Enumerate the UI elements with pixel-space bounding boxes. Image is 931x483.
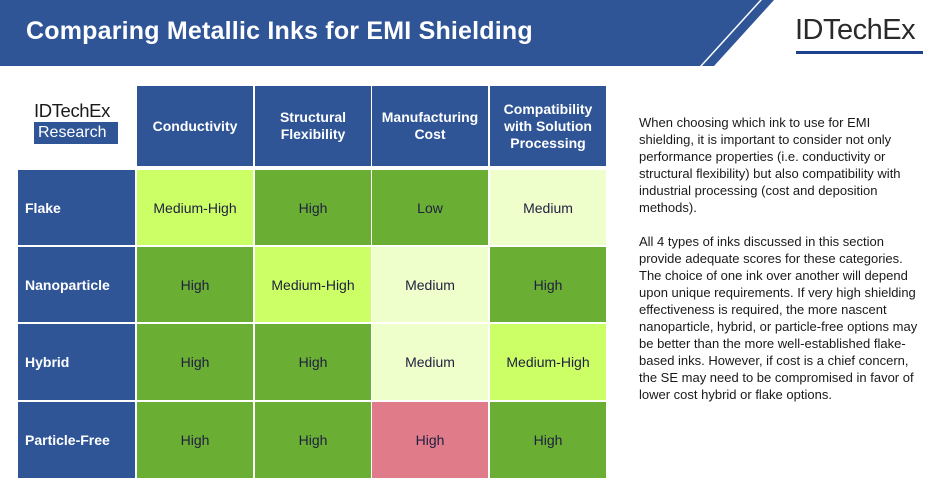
column-header-manufacturing-cost: Manufacturing Cost	[372, 86, 488, 166]
row-header-hybrid: Hybrid	[18, 324, 135, 400]
row-header-particle-free: Particle-Free	[18, 402, 135, 478]
logo-bottom-text: Research	[34, 122, 118, 144]
description-paragraph-1: When choosing which ink to use for EMI s…	[639, 115, 901, 215]
table-cell: High	[137, 324, 253, 400]
table-cell: Medium-High	[255, 247, 371, 322]
row-header-nanoparticle: Nanoparticle	[18, 247, 135, 322]
table-cell: High	[255, 170, 371, 245]
idtechex-research-logo: IDTechEx Research	[34, 101, 124, 147]
page-title: Comparing Metallic Inks for EMI Shieldin…	[26, 17, 533, 45]
table-cell: High	[490, 402, 606, 478]
table-cell: Medium-High	[137, 170, 253, 245]
idtechex-logo: IDTechEx	[795, 14, 916, 46]
header-bar: Comparing Metallic Inks for EMI Shieldin…	[0, 0, 931, 66]
table-cell: Medium	[490, 170, 606, 245]
logo-underline	[796, 51, 923, 54]
table-cell: High	[137, 247, 253, 322]
column-header-solution-processing: Compatibility with Solution Processing	[490, 86, 606, 166]
logo-top-text: IDTechEx	[34, 100, 110, 121]
table-cell: High	[255, 324, 371, 400]
table-cell: Medium	[372, 247, 488, 322]
table-cell: Medium	[372, 324, 488, 400]
table-cell: High	[372, 402, 488, 478]
table-cell: Medium-High	[490, 324, 606, 400]
table-cell: High	[255, 402, 371, 478]
table-cell: High	[137, 402, 253, 478]
row-header-flake: Flake	[18, 170, 135, 245]
table-cell: Low	[372, 170, 488, 245]
header-banner-shape	[0, 0, 774, 66]
description-paragraph-2: All 4 types of inks discussed in this se…	[639, 234, 918, 402]
column-header-structural-flexibility: Structural Flexibility	[255, 86, 371, 166]
table-cell: High	[490, 247, 606, 322]
column-header-conductivity: Conductivity	[137, 86, 253, 166]
